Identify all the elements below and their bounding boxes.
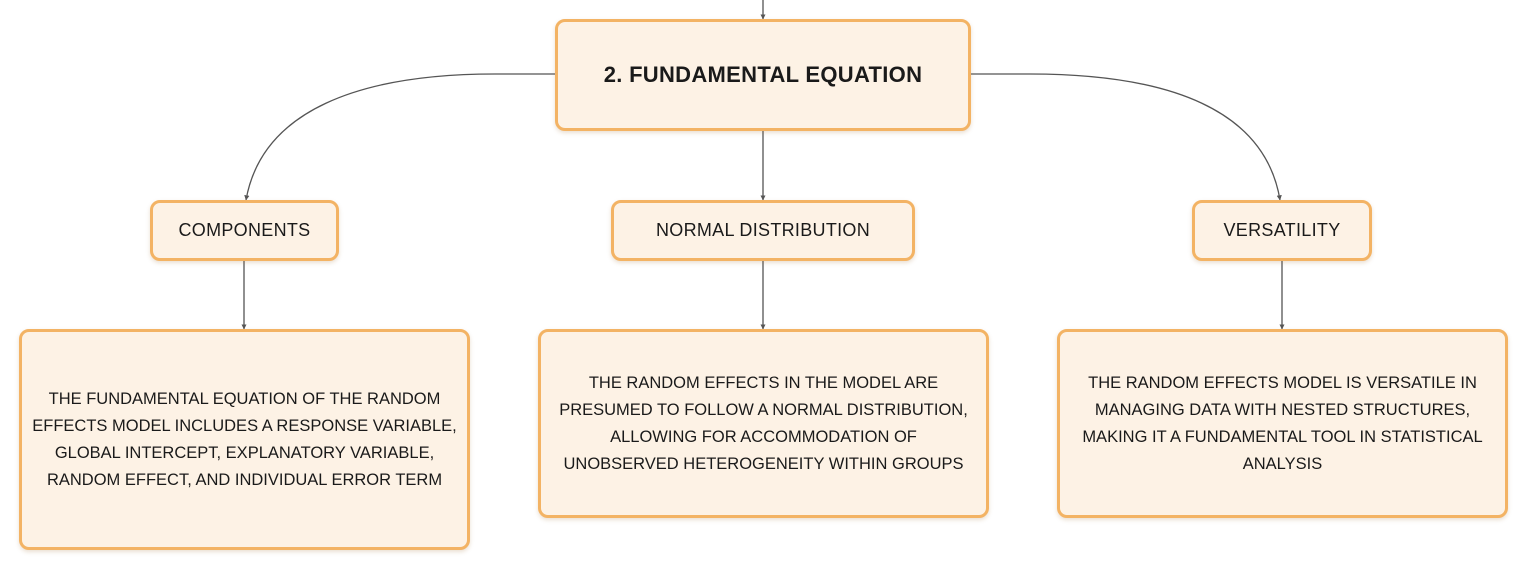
branch-node-components[interactable]: COMPONENTS <box>150 200 339 261</box>
root-node-label: 2. FUNDAMENTAL EQUATION <box>603 62 923 87</box>
detail-node-text: THE RANDOM EFFECTS MODEL IS VERSATILE IN… <box>1082 373 1483 473</box>
connector-root-to-versatility <box>971 73 1282 201</box>
root-node-fundamental-equation[interactable]: 2. FUNDAMENTAL EQUATION <box>555 19 971 131</box>
detail-node-normal-distribution[interactable]: THE RANDOM EFFECTS IN THE MODEL ARE PRES… <box>538 329 989 518</box>
detail-node-text: THE RANDOM EFFECTS IN THE MODEL ARE PRES… <box>559 373 968 473</box>
detail-node-versatility[interactable]: THE RANDOM EFFECTS MODEL IS VERSATILE IN… <box>1057 329 1508 518</box>
branch-node-normal-distribution[interactable]: NORMAL DISTRIBUTION <box>611 200 915 261</box>
detail-node-components[interactable]: THE FUNDAMENTAL EQUATION OF THE RANDOM E… <box>19 329 470 550</box>
connector-root-to-components <box>244 73 555 201</box>
detail-node-text: THE FUNDAMENTAL EQUATION OF THE RANDOM E… <box>32 389 457 489</box>
branch-node-versatility[interactable]: VERSATILITY <box>1192 200 1372 261</box>
branch-node-label: NORMAL DISTRIBUTION <box>655 220 871 240</box>
branch-node-label: COMPONENTS <box>178 220 311 240</box>
branch-node-label: VERSATILITY <box>1223 220 1341 240</box>
